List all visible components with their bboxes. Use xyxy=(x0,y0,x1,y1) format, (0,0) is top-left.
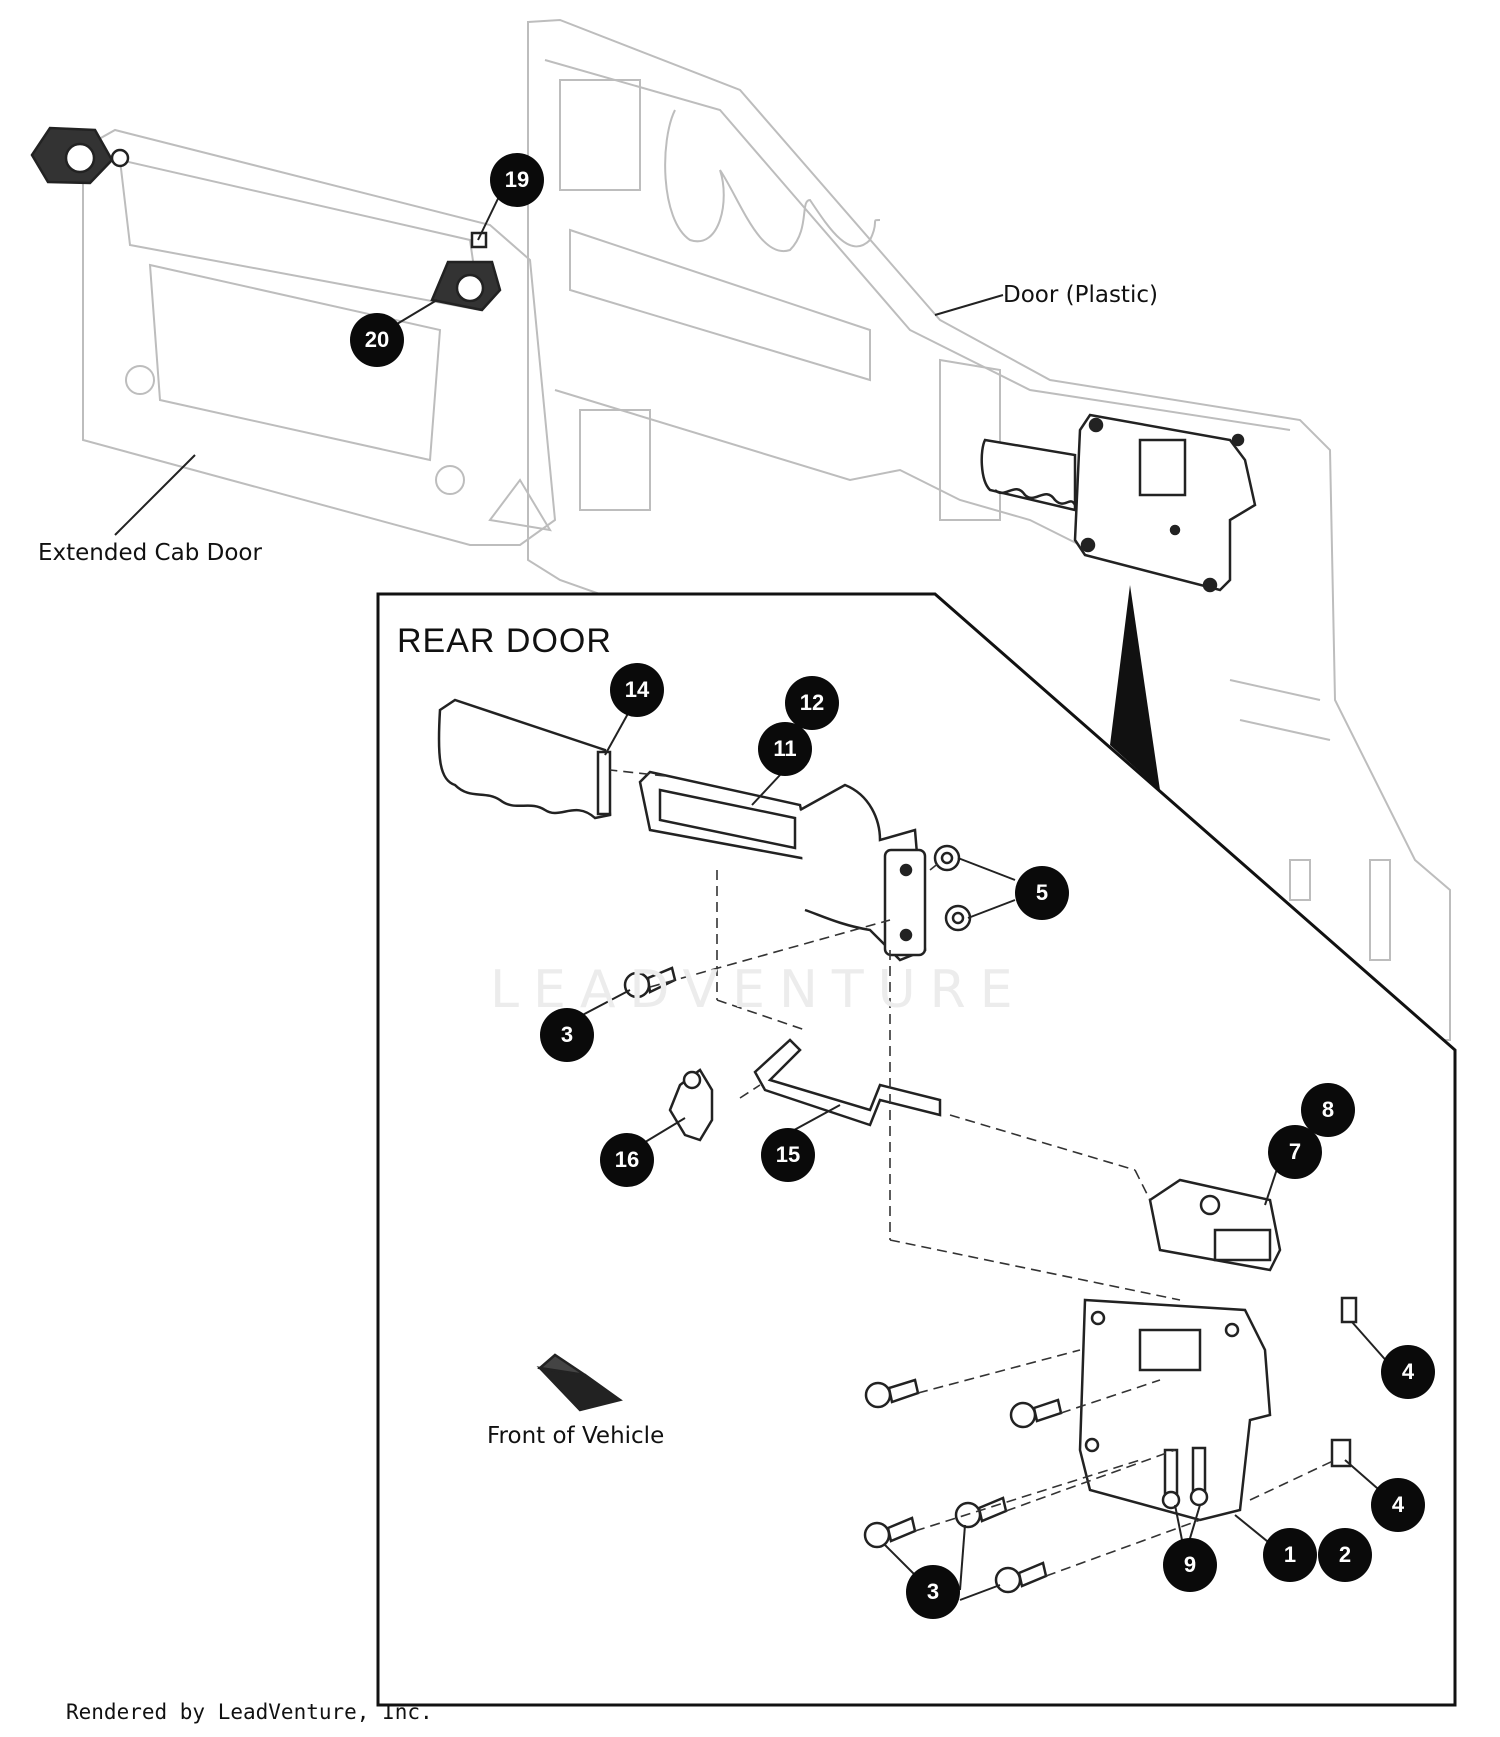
rod-15 xyxy=(753,1038,942,1127)
callout-8[interactable]: 8 xyxy=(1301,1083,1355,1137)
callout-11[interactable]: 11 xyxy=(758,722,812,776)
nut-5b xyxy=(944,904,972,932)
inset-title: REAR DOOR xyxy=(397,622,612,660)
screw-3-a xyxy=(863,1516,917,1549)
callout-16[interactable]: 16 xyxy=(600,1133,654,1187)
callout-3-upper[interactable]: 3 xyxy=(540,1008,594,1062)
key-cap-left xyxy=(30,126,130,185)
handle-lever-11 xyxy=(638,770,927,962)
callout-3-lower[interactable]: 3 xyxy=(906,1565,960,1619)
screw-mid-left xyxy=(864,1378,920,1409)
latch-7-8 xyxy=(1148,1178,1282,1272)
clip-16 xyxy=(668,1068,714,1142)
callout-20[interactable]: 20 xyxy=(350,313,404,367)
footer-credit: Rendered by LeadVenture, Inc. xyxy=(66,1700,433,1724)
callout-2[interactable]: 2 xyxy=(1318,1528,1372,1582)
latch-plate-main xyxy=(1073,413,1257,593)
callout-14[interactable]: 14 xyxy=(610,663,664,717)
latch-plate-1-2 xyxy=(1078,1298,1272,1522)
bolt-9a xyxy=(1161,1448,1181,1510)
front-of-vehicle-label: Front of Vehicle xyxy=(487,1423,665,1449)
handle-grip-14 xyxy=(437,698,612,820)
callout-5[interactable]: 5 xyxy=(1015,866,1069,920)
callout-4-upper[interactable]: 4 xyxy=(1381,1345,1435,1399)
key-cap-right xyxy=(430,231,502,312)
handle-main xyxy=(980,438,1077,512)
callout-4-lower[interactable]: 4 xyxy=(1371,1478,1425,1532)
front-of-vehicle-arrow xyxy=(536,1353,623,1412)
bolt-9b xyxy=(1189,1446,1209,1507)
extended-cab-door-panel xyxy=(82,128,557,546)
clip-4-upper xyxy=(1340,1296,1358,1324)
callout-7[interactable]: 7 xyxy=(1268,1125,1322,1179)
callout-12[interactable]: 12 xyxy=(785,676,839,730)
callout-15[interactable]: 15 xyxy=(761,1128,815,1182)
extended-cab-door-label: Extended Cab Door xyxy=(38,540,262,566)
door-plastic-label: Door (Plastic) xyxy=(1003,282,1158,308)
screw-mid-right xyxy=(1009,1398,1063,1429)
nut-5a xyxy=(933,844,961,872)
callout-1[interactable]: 1 xyxy=(1263,1528,1317,1582)
callout-9[interactable]: 9 xyxy=(1163,1538,1217,1592)
callout-19[interactable]: 19 xyxy=(490,153,544,207)
